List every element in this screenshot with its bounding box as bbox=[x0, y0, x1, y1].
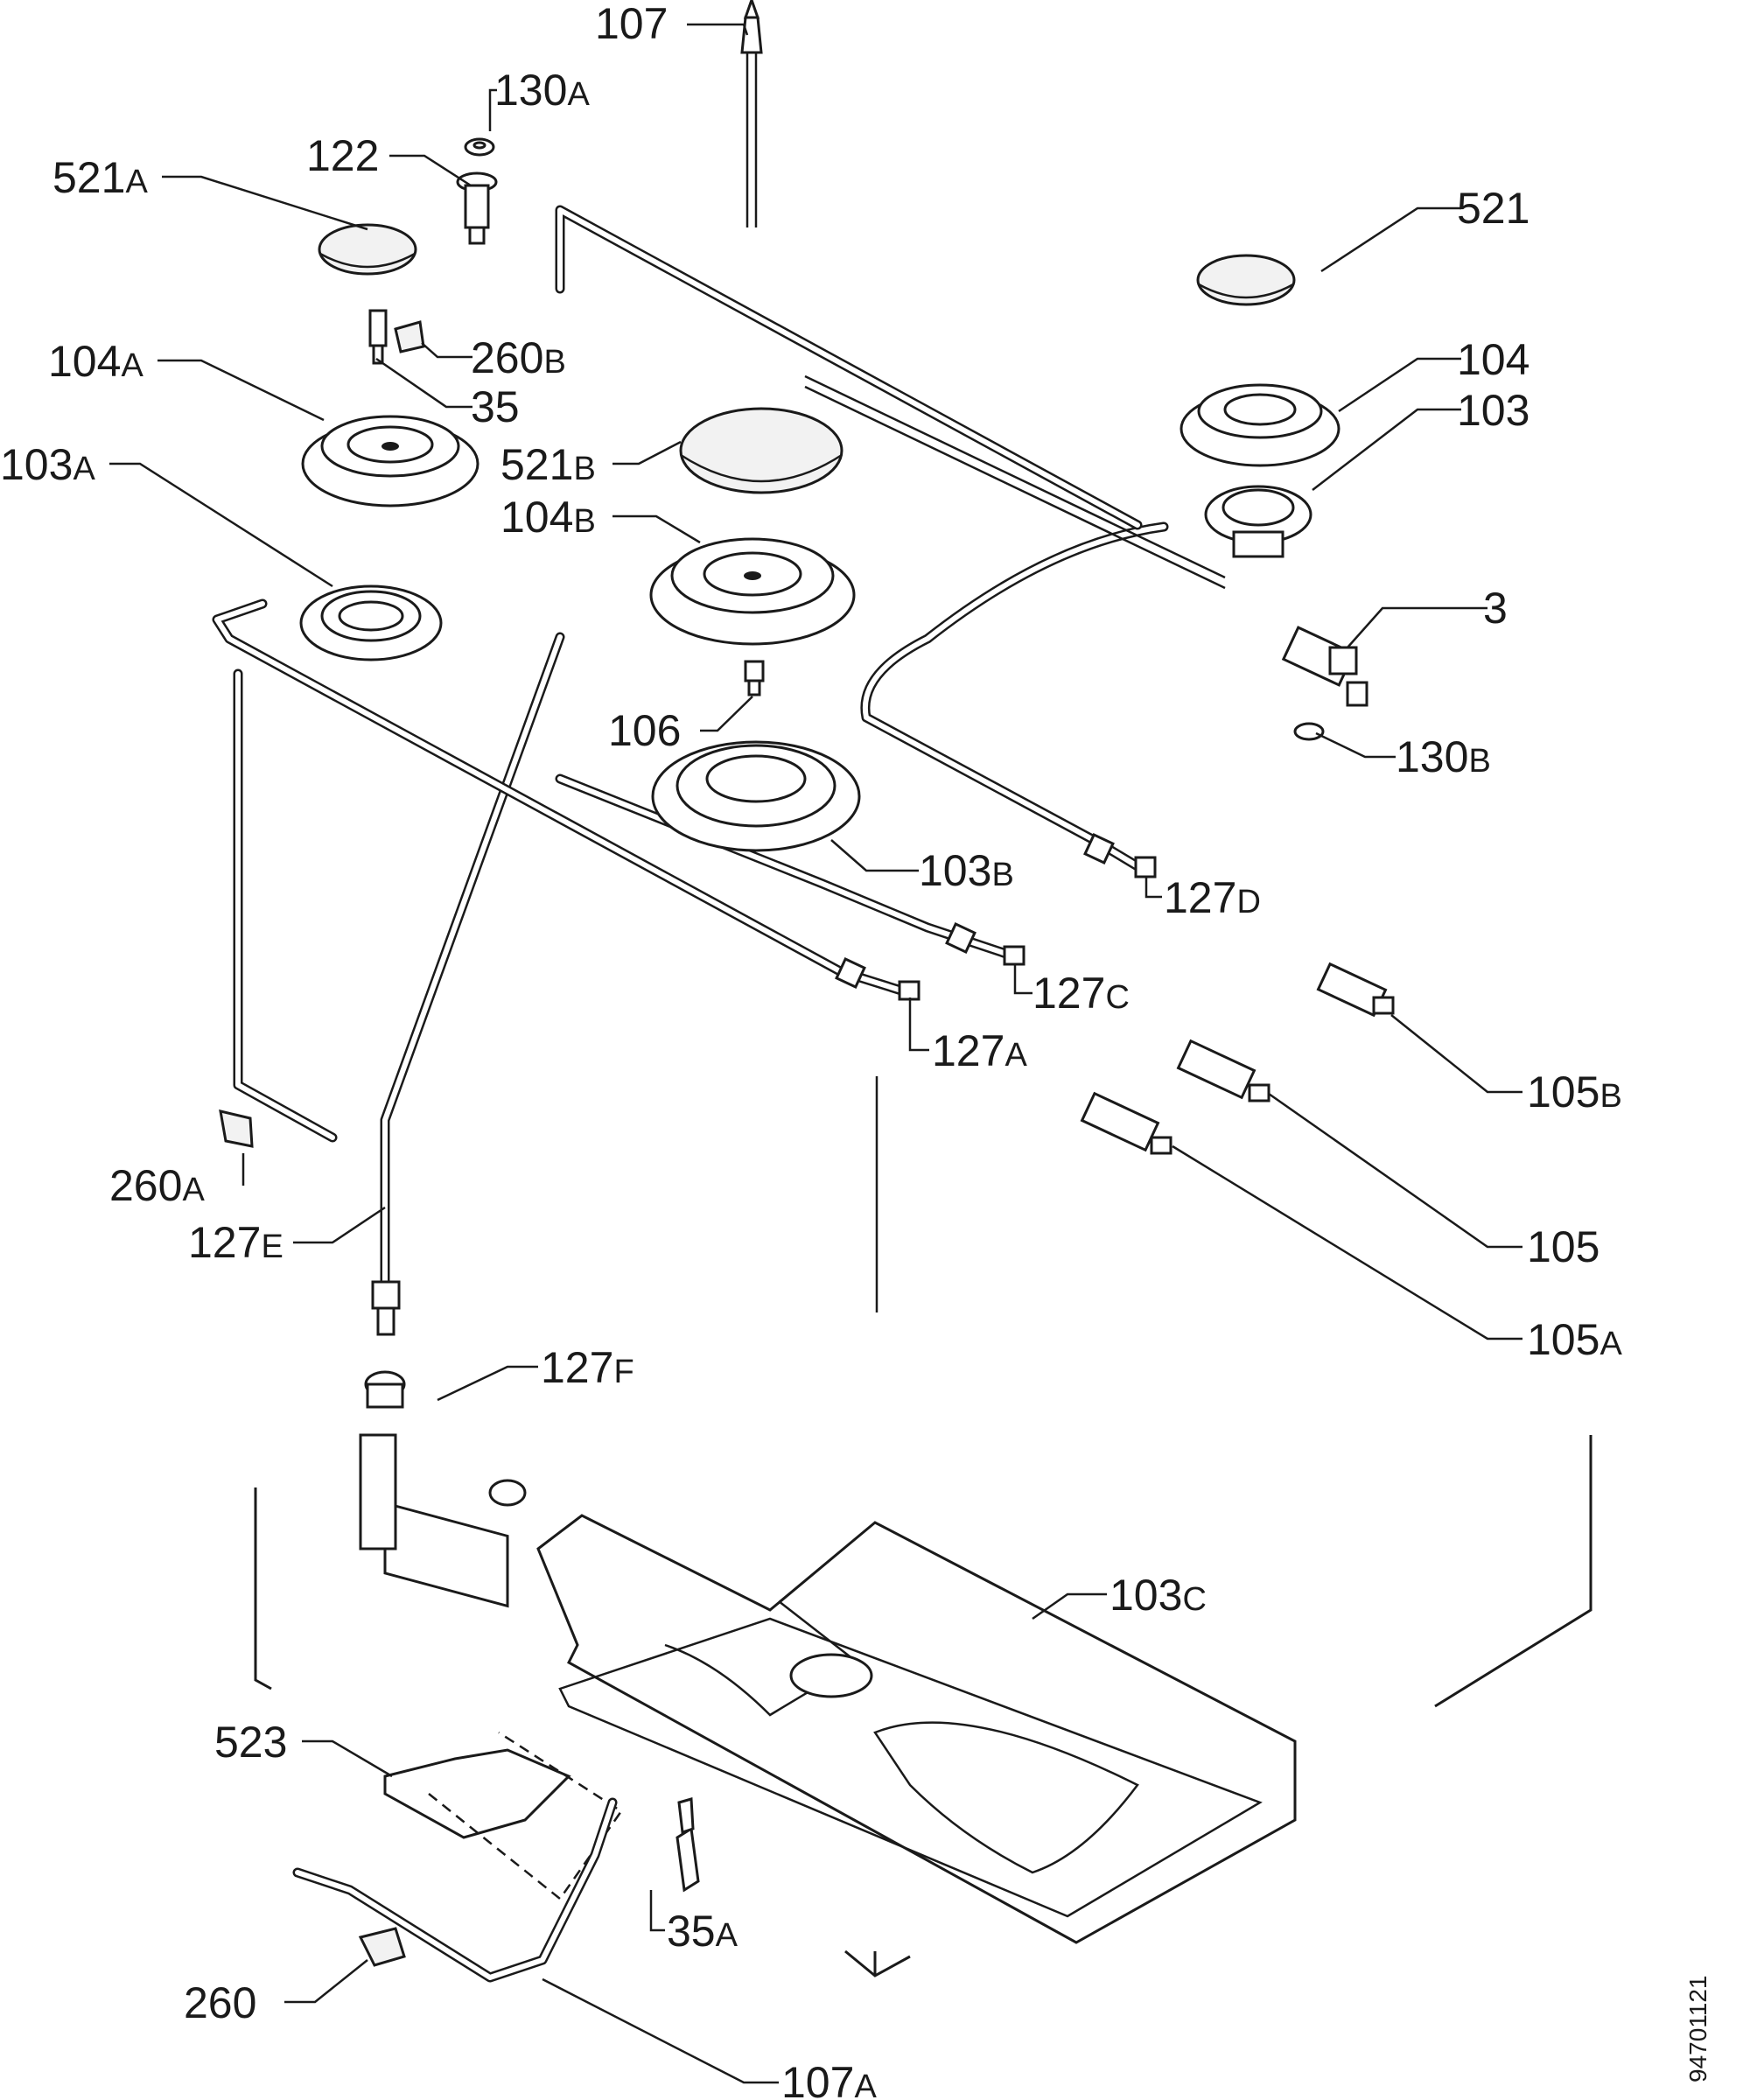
clip-260a bbox=[219, 1110, 254, 1148]
valve-105 bbox=[1176, 1039, 1270, 1102]
pipe-127a bbox=[212, 598, 920, 1001]
label-3: 3 bbox=[1483, 584, 1508, 633]
valve-105a bbox=[1080, 1091, 1172, 1155]
burner-cap-521b bbox=[679, 407, 844, 494]
label-106: 106 bbox=[608, 706, 681, 755]
washer-130b bbox=[1293, 722, 1325, 741]
label-521: 521 bbox=[1457, 184, 1530, 233]
burner-ring-104 bbox=[1180, 383, 1340, 467]
label-521a: 521A bbox=[52, 153, 148, 202]
label-105b: 105B bbox=[1527, 1068, 1622, 1116]
burner-base-103 bbox=[1204, 485, 1312, 558]
label-523: 523 bbox=[214, 1718, 287, 1767]
label-521b: 521B bbox=[500, 440, 596, 489]
frame-lines bbox=[254, 1435, 1592, 1978]
label-130b: 130B bbox=[1396, 732, 1491, 781]
valve-105b bbox=[1316, 962, 1395, 1018]
label-35a: 35A bbox=[667, 1907, 738, 1956]
burner-cap-521a bbox=[318, 223, 417, 276]
bracket-523 bbox=[383, 1731, 623, 1900]
label-105a: 105A bbox=[1527, 1315, 1622, 1364]
label-260b: 260B bbox=[471, 333, 566, 382]
label-104a: 104A bbox=[48, 337, 144, 386]
injector-106 bbox=[744, 660, 765, 696]
burner-cap-521 bbox=[1196, 254, 1296, 306]
pipe-upper-rail bbox=[804, 374, 1226, 590]
burner-base-103a bbox=[299, 584, 443, 662]
igniter-35 bbox=[368, 309, 388, 365]
label-127d: 127D bbox=[1164, 873, 1261, 922]
label-105: 105 bbox=[1527, 1222, 1600, 1271]
label-130a: 130A bbox=[494, 66, 590, 115]
label-260a: 260A bbox=[109, 1161, 205, 1210]
label-103b: 103B bbox=[919, 846, 1014, 895]
label-107a: 107A bbox=[781, 2058, 877, 2100]
label-122: 122 bbox=[306, 131, 379, 180]
burner-base-103b bbox=[651, 740, 861, 852]
label-35: 35 bbox=[471, 382, 520, 431]
label-104: 104 bbox=[1457, 335, 1530, 384]
document-number: 94701121 bbox=[1684, 1976, 1712, 2083]
label-103: 103 bbox=[1457, 386, 1530, 435]
leader-lines bbox=[109, 23, 1522, 2084]
label-104b: 104B bbox=[500, 493, 596, 542]
pipe-upper-main bbox=[555, 205, 1143, 530]
gas-nozzle-122 bbox=[456, 172, 498, 245]
pipe-127e bbox=[371, 632, 565, 1336]
label-103c: 103C bbox=[1110, 1571, 1207, 1620]
label-127f: 127F bbox=[541, 1343, 634, 1392]
pipe-103a-down bbox=[233, 668, 338, 1143]
gas-tap-3 bbox=[1281, 626, 1368, 707]
label-103a: 103A bbox=[0, 440, 95, 489]
label-260: 260 bbox=[184, 1978, 256, 2027]
pipe-107 bbox=[740, 0, 763, 228]
label-127a: 127A bbox=[932, 1026, 1027, 1075]
mounting-plate-103c bbox=[536, 1514, 1297, 1944]
thermostat-127f bbox=[359, 1370, 527, 1608]
thermocouple-107a bbox=[292, 1797, 618, 1983]
pipe-127d bbox=[860, 522, 1169, 878]
burner-ring-104a bbox=[301, 415, 480, 508]
label-127e: 127E bbox=[188, 1218, 284, 1267]
label-127c: 127C bbox=[1032, 969, 1130, 1018]
igniter-35a bbox=[676, 1797, 700, 1893]
burner-ring-104b bbox=[649, 537, 856, 646]
clip-260b bbox=[394, 320, 425, 354]
washer-130a bbox=[464, 137, 495, 157]
label-107: 107 bbox=[595, 0, 668, 48]
